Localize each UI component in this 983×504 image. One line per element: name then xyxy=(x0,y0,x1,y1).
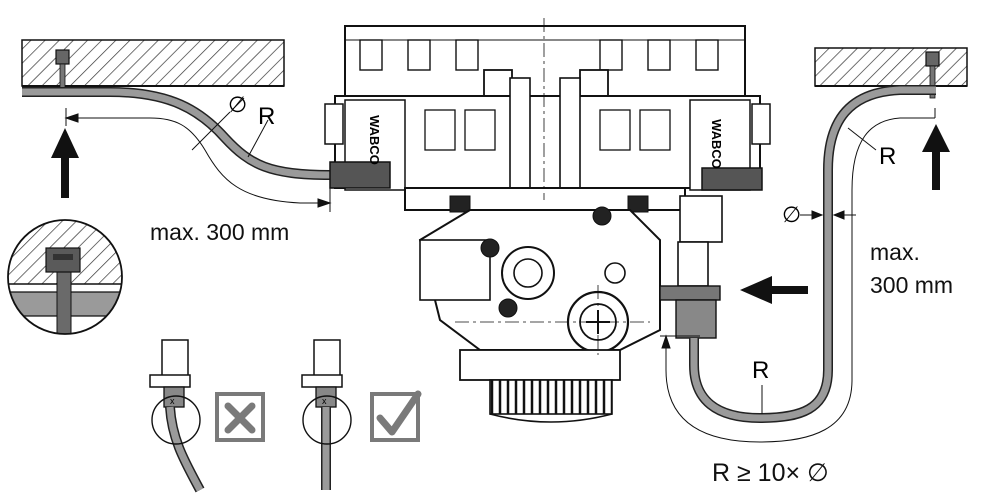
left-radius-label: R xyxy=(258,103,275,130)
modulator-device xyxy=(324,25,771,423)
radius-formula-label: R ≥ 10× ∅ xyxy=(712,459,829,487)
right-radius-top-label: R xyxy=(879,143,896,170)
right-ceiling-mount xyxy=(814,47,968,87)
brand-label-left: WABCO xyxy=(367,115,382,165)
right-dimension-lines xyxy=(660,108,936,443)
cross-mark-icon xyxy=(215,392,265,442)
left-diameter-label: ∅ xyxy=(228,92,247,117)
right-cable xyxy=(689,85,936,424)
right-radius-bottom-label: R xyxy=(752,357,769,384)
arrow-up-icon xyxy=(51,128,79,198)
correct-routing-example xyxy=(301,339,352,490)
correct-marker-label: x xyxy=(322,396,327,406)
left-cable xyxy=(22,87,331,180)
right-max-label-line2: 300 mm xyxy=(870,272,954,298)
left-dimension-lines xyxy=(64,97,332,212)
arrow-up-icon-right xyxy=(922,124,950,190)
right-max-label-line1: max. xyxy=(870,239,920,265)
right-cable-tie xyxy=(925,51,940,99)
arrow-left-icon xyxy=(740,276,808,304)
brand-label-right: WABCO xyxy=(709,119,724,169)
wrong-routing-example xyxy=(149,339,205,493)
wrong-marker-label: x xyxy=(170,396,175,406)
check-mark-icon xyxy=(370,390,422,442)
center-lines xyxy=(455,18,650,355)
left-max-length-label: max. 300 mm xyxy=(150,219,290,245)
right-diameter-label: ∅ xyxy=(782,202,801,227)
magnifier-detail xyxy=(7,219,123,335)
